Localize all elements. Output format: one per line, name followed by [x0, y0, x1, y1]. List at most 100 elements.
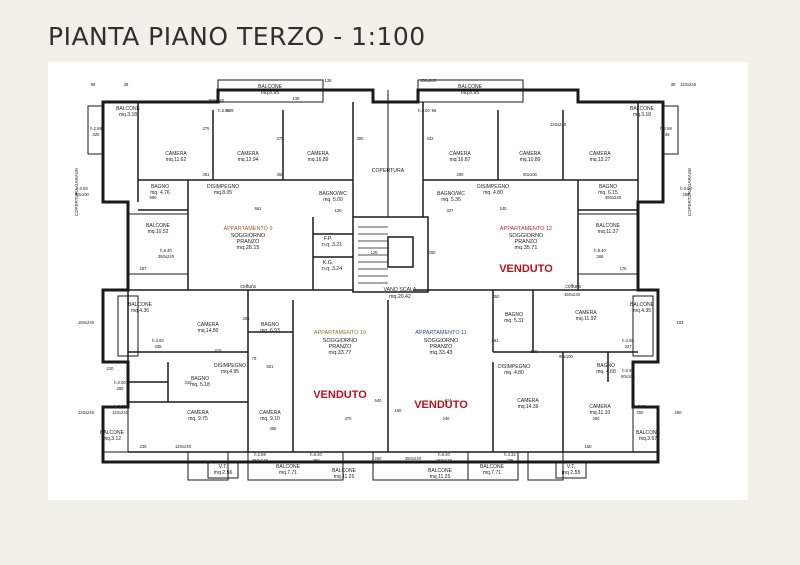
- dimension-label: 310: [185, 380, 193, 385]
- dimension-label: 649: [227, 108, 235, 113]
- dimension-label: 442: [427, 136, 435, 141]
- dimension-label: 235: [507, 458, 515, 463]
- dimension-label: 80x100: [621, 374, 635, 379]
- room-area: mq.11.25: [430, 474, 451, 480]
- dimension-label: 501: [267, 364, 275, 369]
- dimension-label: h.3.60: [418, 108, 430, 113]
- dimension-label: h.2.88: [634, 404, 646, 409]
- dimension-label: 120: [335, 208, 343, 213]
- dimension-label: 180x240: [436, 458, 453, 463]
- dimension-label: 80x100: [559, 354, 573, 359]
- dimension-label: 120x240: [112, 410, 129, 415]
- room-area: mq.10.89: [520, 157, 541, 163]
- venduto-stamp: VENDUTO: [499, 263, 553, 275]
- room-name: BAGNO: [191, 376, 209, 382]
- vano-scala-label: VANO SCALA: [384, 287, 417, 293]
- dimension-label: 120x240: [175, 444, 192, 449]
- dimension-label: 540: [375, 398, 383, 403]
- dimension-label: 327: [625, 344, 633, 349]
- room-name: BALCONE: [332, 468, 357, 474]
- dimension-label: 150: [585, 444, 593, 449]
- dimension-label: h.0.80: [680, 186, 692, 191]
- copertura-garage-left: COPERTURA GARAGE: [74, 168, 79, 216]
- dimension-label: h.2.88: [660, 126, 672, 131]
- vt-right-area: mq 2.55: [562, 470, 581, 476]
- room-name: CAMERA: [519, 151, 541, 157]
- room-name: CAMERA: [575, 310, 597, 316]
- room-name: BALCONE: [100, 430, 125, 436]
- apt-11-area: mq.33.43: [430, 350, 453, 356]
- apt-12-name: APPARTAMENTO 12: [500, 226, 552, 232]
- room-name: DISIMPEGNO: [207, 184, 239, 190]
- apt-12-room2: PRANZO: [515, 239, 539, 245]
- room-area: mq.8.95: [461, 90, 479, 96]
- dimension-label: 350x240: [605, 195, 622, 200]
- room-area: mq.4.95: [221, 369, 239, 375]
- room-area: mq.4.35: [633, 308, 651, 314]
- dimension-label: 451: [203, 172, 211, 177]
- room-area: mq. 4.80: [504, 370, 524, 376]
- copertura-label: COPERTURA: [372, 168, 405, 174]
- room-area: mq. 6.93: [260, 328, 280, 334]
- room-name: BAGNO: [505, 312, 523, 318]
- room-area: mq.11.37: [598, 229, 619, 235]
- room-area: mq.3.18: [633, 112, 651, 118]
- dimension-label: 624: [445, 398, 453, 403]
- kg-area: n.q. 3.24: [322, 266, 342, 272]
- dimension-label: 260: [675, 410, 683, 415]
- room-name: CAMERA: [589, 151, 611, 157]
- dimension-label: 38: [671, 82, 676, 87]
- dimension-label: h.3.60: [622, 338, 634, 343]
- dimension-label: 375: [203, 126, 211, 131]
- room-name: CAMERA: [517, 398, 539, 404]
- dimension-label: 450: [277, 172, 285, 177]
- room-area: mq.14.80: [198, 328, 219, 334]
- dimension-label: 150x240: [564, 292, 581, 297]
- dimension-label: 96: [432, 108, 437, 113]
- dimension-label: 450: [493, 294, 501, 299]
- room-name: BAGNO: [599, 184, 617, 190]
- coltura-left: coltura: [240, 284, 256, 290]
- apt-12-room: SOGGIORNO: [509, 233, 544, 239]
- room-area: mq. 5.31: [504, 318, 524, 324]
- room-name: DISIMPEGNO: [214, 363, 246, 369]
- dimension-label: 350x240: [158, 254, 175, 259]
- room-area: mq. 6.15: [598, 190, 618, 196]
- dimension-label: 150x240: [420, 78, 437, 83]
- apt-11-name: APPARTAMENTO 11: [415, 330, 467, 336]
- vano-scala-area: mq.20.42: [389, 294, 411, 300]
- balcony-outlines: [87, 79, 679, 481]
- room-area: mq.7.71: [483, 470, 501, 476]
- room-area: mq.8.95: [261, 90, 279, 96]
- room-name: BAGNO: [597, 363, 615, 369]
- dimension-label: h.2.88: [254, 452, 266, 457]
- venduto-stamp: VENDUTO: [313, 389, 367, 401]
- dimension-label: 350x240: [252, 458, 269, 463]
- room-name: CAMERA: [187, 410, 209, 416]
- room-area: mq. 5.00: [323, 197, 343, 203]
- room-name: BALCONE: [480, 464, 505, 470]
- room-name: CAMERA: [589, 404, 611, 410]
- dimension-label: h.8.40: [310, 452, 322, 457]
- dimension-label: 335: [155, 344, 163, 349]
- dimension-label: 290: [457, 172, 465, 177]
- room-name: BALCONE: [630, 106, 655, 112]
- room-name: CAMERA: [197, 322, 219, 328]
- dimension-label: 138: [293, 96, 301, 101]
- dimension-label: 120: [371, 250, 379, 255]
- dimension-label: h.4.32: [504, 452, 516, 457]
- room-area: mq.13.27: [590, 157, 611, 163]
- page-title: PIANTA PIANO TERZO - 1:100: [48, 22, 426, 51]
- coltura-right: coltura: [565, 284, 581, 290]
- room-name: CAMERA: [307, 151, 329, 157]
- dimension-label: 176: [620, 266, 628, 271]
- dimension-label: h.2.88: [114, 404, 126, 409]
- apt-9-room2: PRANZO: [237, 239, 261, 245]
- room-area: mq.11.25: [334, 474, 355, 480]
- kg-label: K.G.: [323, 260, 333, 266]
- room-name: DISIMPEGNO: [477, 184, 509, 190]
- interior-walls: [127, 102, 658, 453]
- apt-9-area: mq.28.15: [237, 245, 260, 251]
- dimension-label: 80x100: [523, 172, 537, 177]
- room-name: CAMERA: [259, 410, 281, 416]
